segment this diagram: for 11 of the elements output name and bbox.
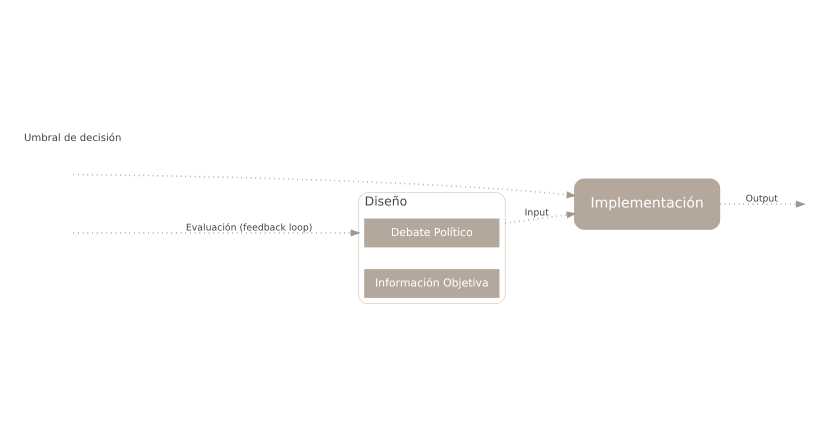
edge-label: Output bbox=[746, 193, 778, 204]
node-box: Información Objetiva bbox=[364, 268, 500, 298]
node-box: Implementación bbox=[574, 178, 720, 230]
edge-label: Input bbox=[524, 207, 549, 218]
label: Umbral de decisión bbox=[24, 132, 122, 144]
arrow bbox=[720, 200, 806, 208]
arrow bbox=[74, 228, 361, 236]
arrow bbox=[74, 173, 577, 198]
edge-label: Evaluación (feedback loop) bbox=[186, 222, 312, 233]
arrow bbox=[505, 210, 577, 224]
node-box: Debate Político bbox=[364, 218, 500, 247]
